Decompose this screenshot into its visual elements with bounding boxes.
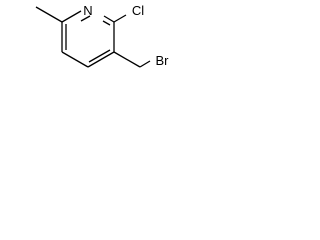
atom-label-bromine: Br — [156, 53, 170, 68]
molecule-structure: N Cl Br — [35, 3, 170, 68]
atom-label-nitrogen: N — [83, 3, 92, 18]
bond-ch2-br — [139, 60, 151, 68]
bond-ring-c4-c5 — [61, 51, 89, 68]
bond-methyl — [35, 6, 63, 23]
bond-c3-ch2 — [113, 51, 141, 68]
atom-label-chlorine: Cl — [132, 3, 144, 18]
bond-c2-cl — [113, 14, 127, 23]
bond-ring-c3-c4-inner — [88, 49, 111, 63]
bond-ring-c6-n — [80, 15, 91, 22]
bond-ring-n-c2 — [103, 15, 115, 23]
bond-ring-c3-c4 — [87, 51, 115, 68]
bond-ring-n-c2-inner — [102, 20, 111, 26]
bond-ring-c6-n-link — [61, 10, 82, 23]
